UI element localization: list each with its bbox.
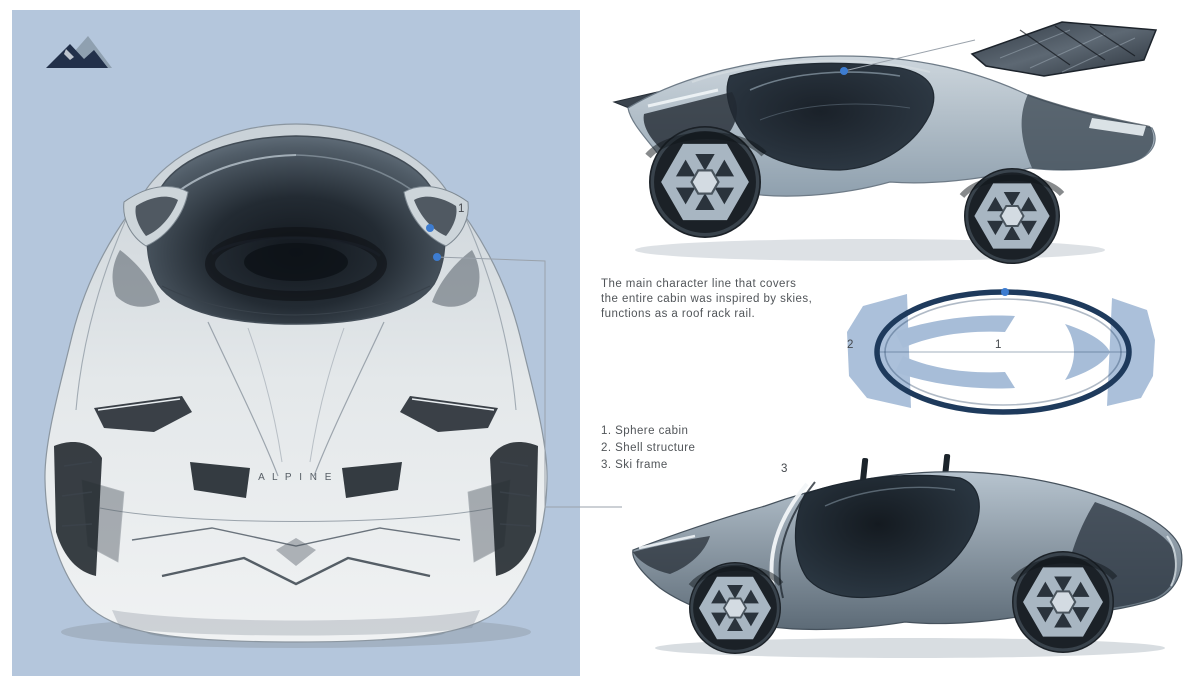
- roof-rack-post: [859, 457, 869, 485]
- left-headlight: [94, 396, 192, 432]
- top-view-diagram: [847, 289, 1155, 415]
- rear-canopy: [794, 474, 980, 599]
- front-view-panel: A L P I N E: [12, 10, 580, 676]
- legend-list: 1. Sphere cabin 2. Shell structure 3. Sk…: [601, 423, 821, 474]
- annotation-line: functions as a roof rack rail.: [601, 308, 756, 320]
- legend-item: 2. Shell structure: [601, 442, 696, 454]
- callout-label-front: 1: [458, 203, 465, 215]
- rear-quarter-view-sketch: [632, 453, 1183, 665]
- car-front-badge: A L P I N E: [258, 472, 334, 483]
- callout-label-cabin: 1: [995, 339, 1002, 351]
- left-tire: [54, 442, 102, 576]
- annotation-line: The main character line that covers: [601, 278, 797, 290]
- character-line-annotation: The main character line that covers the …: [601, 277, 861, 322]
- callout-label-shell: 2: [847, 339, 854, 351]
- side-view-sketch: [612, 21, 1158, 275]
- right-fender-winglet: [403, 186, 469, 247]
- front-view-sketch: A L P I N E: [44, 123, 548, 648]
- legend-item: 3. Ski frame: [601, 459, 668, 471]
- annotation-line: the entire cabin was inspired by skies,: [601, 293, 813, 305]
- taillight: [1089, 118, 1146, 136]
- right-intake: [342, 462, 402, 498]
- roof-rack-detail-sketch: [970, 21, 1158, 77]
- headlight-slit: [647, 88, 719, 108]
- legend-item: 1. Sphere cabin: [601, 425, 689, 437]
- alpine-mountain-logo-icon: [46, 36, 112, 68]
- left-fender-winglet: [123, 186, 189, 247]
- callout-label-rear: 3: [781, 463, 788, 475]
- left-intake: [190, 462, 250, 498]
